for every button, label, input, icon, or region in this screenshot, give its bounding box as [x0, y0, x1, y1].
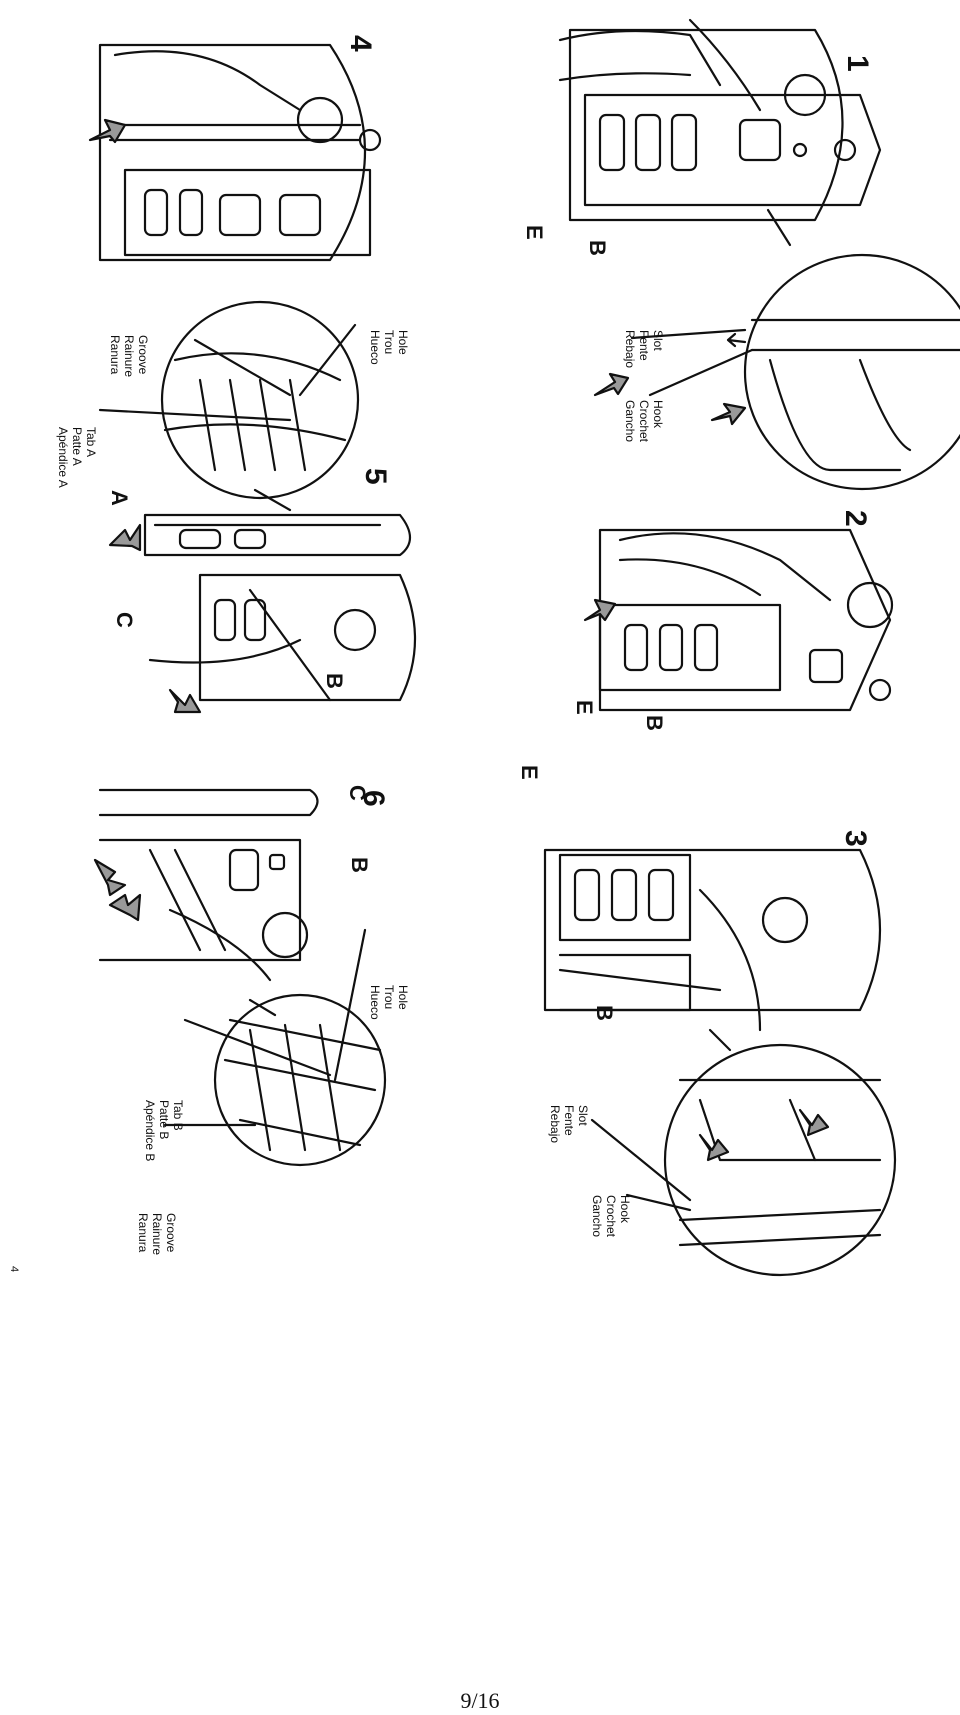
callout-groove-6: Groove Rainure Ranura [136, 1213, 178, 1256]
callout-tab-b: Tab B Patte B Apéndice B [143, 1100, 185, 1162]
callout-hook-3: Hook Crochet Gancho [590, 1195, 632, 1238]
step4-illustration [88, 43, 382, 262]
part-label-b: B [585, 240, 610, 256]
step1-illustration [558, 18, 882, 222]
part-label-e: E [572, 700, 597, 715]
part-label-e: E [522, 225, 547, 240]
callout-slot-3: Slot Fente Rebajo [548, 1105, 590, 1144]
step-number-5: 5 [359, 468, 392, 485]
step-number-2: 2 [839, 510, 872, 527]
step-number-4: 4 [344, 35, 377, 52]
step3-illustration [543, 848, 882, 1032]
callout-hole-5: Hole Trou Hueco [368, 330, 410, 365]
callout-groove-5: Groove Rainure Ranura [108, 335, 150, 378]
callout-hole-6: Hole Trou Hueco [368, 985, 410, 1020]
step1-detail-circle [593, 208, 960, 491]
assembly-illustrations [88, 18, 960, 1277]
part-label-e: E [517, 765, 542, 780]
part-label-b: B [347, 857, 372, 873]
step5-illustration [108, 513, 417, 714]
callout-hook-1: Hook Crochet Gancho [623, 400, 665, 443]
side-page-number: 4 [8, 1266, 20, 1273]
callout-tab-a: Tab A Patte A Apéndice A [56, 427, 98, 488]
step6-detail-circle [163, 928, 387, 1167]
part-label-b: B [322, 673, 347, 689]
step-number-3: 3 [839, 830, 872, 847]
step-number-1: 1 [841, 55, 874, 72]
part-label-b: B [592, 1005, 617, 1021]
part-label-c: C [345, 785, 370, 801]
callout-slot-1: Slot Fente Rebajo [623, 330, 665, 369]
step6-illustration [93, 788, 319, 982]
part-label-b: B [642, 715, 667, 731]
part-label-c: C [112, 612, 137, 628]
step2-illustration [583, 528, 894, 712]
step5-detail-circle [98, 300, 360, 512]
page-footer: 9/16 [460, 1688, 500, 1713]
part-label-a: A [107, 490, 132, 506]
step3-detail-circle [590, 1028, 897, 1277]
